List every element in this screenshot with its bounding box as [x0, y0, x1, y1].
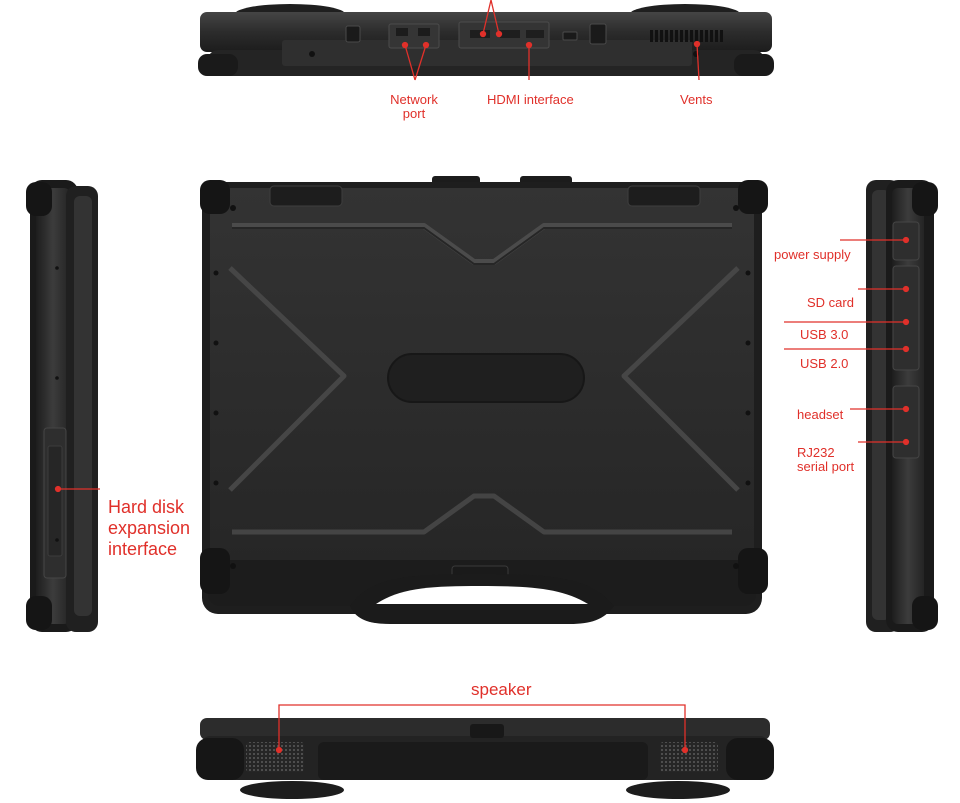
- label-hard-disk-line2: expansion: [108, 518, 191, 538]
- label-headset: headset: [797, 407, 844, 422]
- top-view-leaders: [401, 0, 701, 81]
- label-rj232: RJ232 serial port: [797, 446, 854, 474]
- label-usb-3: USB 3.0: [800, 327, 849, 342]
- left-side-view: [26, 180, 98, 632]
- label-hard-disk: Hard disk expansion interface: [108, 497, 190, 560]
- label-vents: Vents: [680, 92, 713, 107]
- carry-handle: [350, 574, 614, 624]
- label-power-supply: power supply: [774, 247, 851, 262]
- laptop-lid: [200, 176, 768, 614]
- label-hard-disk-line1: Hard disk: [108, 497, 185, 517]
- front-edge-view: [196, 718, 774, 799]
- vent-slots: [650, 30, 723, 42]
- right-speaker-grill: [660, 742, 718, 772]
- left-speaker-grill: [246, 742, 304, 772]
- label-hard-disk-line3: interface: [108, 539, 178, 559]
- label-usb-2: USB 2.0: [800, 356, 849, 371]
- label-speaker: speaker: [471, 680, 532, 699]
- label-network-port-line1: Network: [390, 92, 438, 107]
- left-side-leader: [54, 485, 100, 493]
- label-sd-card: SD card: [807, 295, 854, 310]
- label-rj232-line1: RJ232: [797, 445, 835, 460]
- label-network-port-line2: port: [402, 106, 426, 121]
- label-network-port: Network port: [383, 93, 445, 121]
- label-hdmi-interface: HDMI interface: [487, 92, 574, 107]
- speaker-leader: [275, 704, 689, 754]
- right-side-view: [866, 180, 938, 632]
- label-rj232-line2: serial port: [797, 459, 855, 474]
- top-edge-view: [198, 4, 774, 76]
- right-side-leaders: [784, 236, 910, 446]
